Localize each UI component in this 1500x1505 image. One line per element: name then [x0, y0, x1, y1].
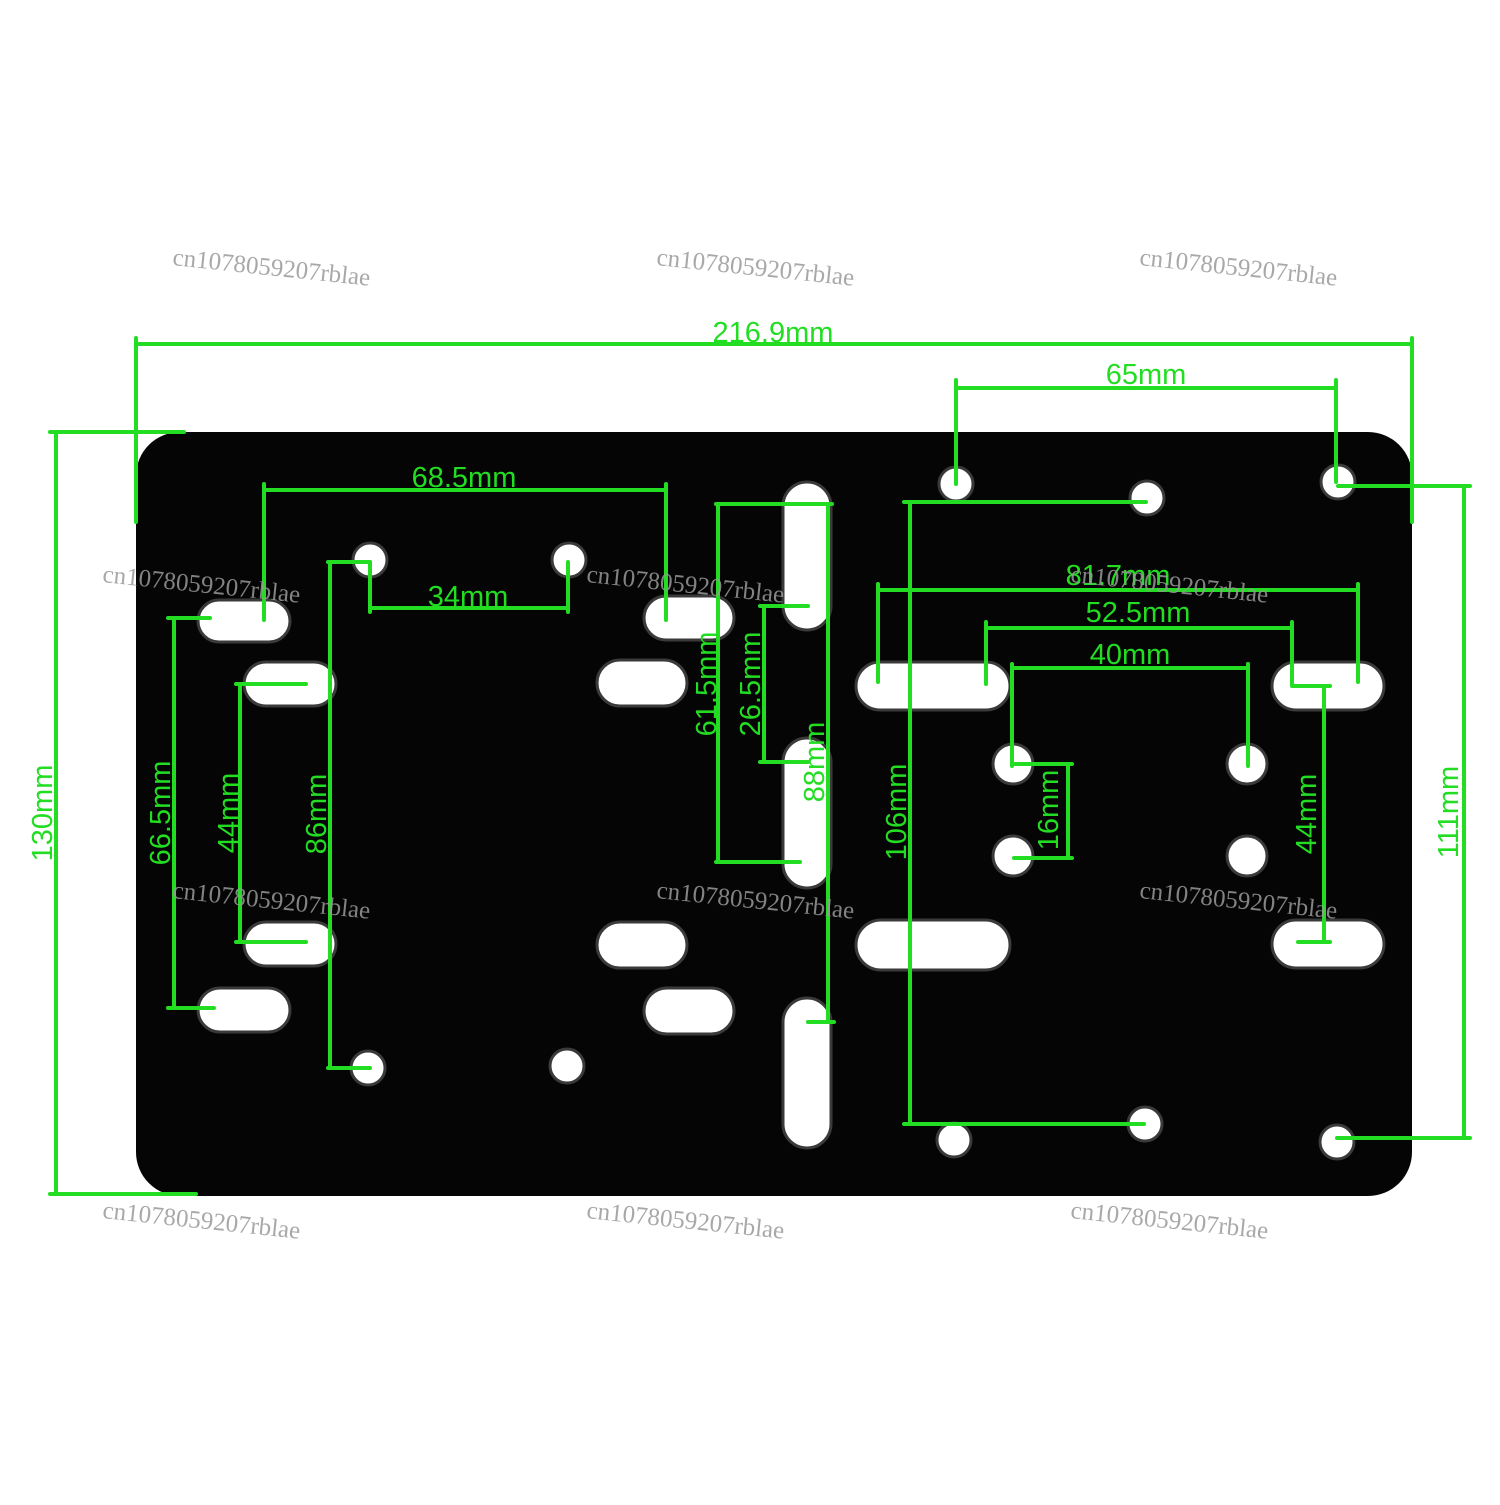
- watermark-text: cn1078059207rblae: [101, 1197, 301, 1245]
- label-111mm: 111mm: [1433, 766, 1465, 858]
- label-52-5mm: 52.5mm: [1086, 597, 1191, 629]
- round-hole: [935, 1121, 973, 1159]
- watermark-text: cn1078059207rblae: [171, 244, 371, 292]
- label-40mm: 40mm: [1090, 639, 1171, 671]
- watermark-text: cn1078059207rblae: [1069, 1197, 1269, 1245]
- label-81-7mm: 81.7mm: [1066, 560, 1171, 592]
- label-61-5mm: 61.5mm: [691, 632, 723, 737]
- label-88mm: 88mm: [799, 722, 831, 803]
- slot-hole: [781, 480, 833, 632]
- slot-hole: [781, 736, 833, 890]
- slot-hole: [595, 920, 689, 970]
- slot-hole: [196, 598, 292, 644]
- label-106mm: 106mm: [881, 764, 913, 861]
- label-26-5mm: 26.5mm: [735, 632, 767, 737]
- label-66-5mm: 66.5mm: [145, 761, 177, 866]
- label-68-5mm: 68.5mm: [412, 462, 517, 494]
- label-16mm: 16mm: [1033, 770, 1065, 851]
- slot-hole: [854, 918, 1012, 972]
- label-overall-width: 216.9mm: [713, 317, 834, 349]
- watermark-text: cn1078059207rblae: [585, 1197, 785, 1245]
- watermark-text: cn1078059207rblae: [655, 244, 855, 292]
- dimension-lines: [48, 336, 1472, 1196]
- round-hole: [1318, 1123, 1356, 1161]
- dimension-labels: 216.9mm 130mm 65mm 111mm 68.5mm 34mm 86m…: [27, 317, 1465, 865]
- round-hole: [1128, 479, 1166, 517]
- slot-hole: [781, 996, 833, 1150]
- label-44mm-right: 44mm: [1291, 774, 1323, 855]
- round-hole: [1225, 834, 1269, 878]
- slot-hole: [595, 658, 689, 708]
- slot-hole: [642, 986, 736, 1036]
- vertical-slots: [781, 480, 833, 1150]
- mounting-plate: [136, 432, 1412, 1196]
- label-overall-height: 130mm: [27, 765, 59, 862]
- label-44mm-left: 44mm: [213, 773, 245, 854]
- label-86mm: 86mm: [301, 774, 333, 855]
- round-hole: [548, 1047, 586, 1085]
- label-34mm: 34mm: [428, 581, 509, 613]
- watermark-text: cn1078059207rblae: [1138, 244, 1338, 292]
- label-65mm: 65mm: [1106, 359, 1187, 391]
